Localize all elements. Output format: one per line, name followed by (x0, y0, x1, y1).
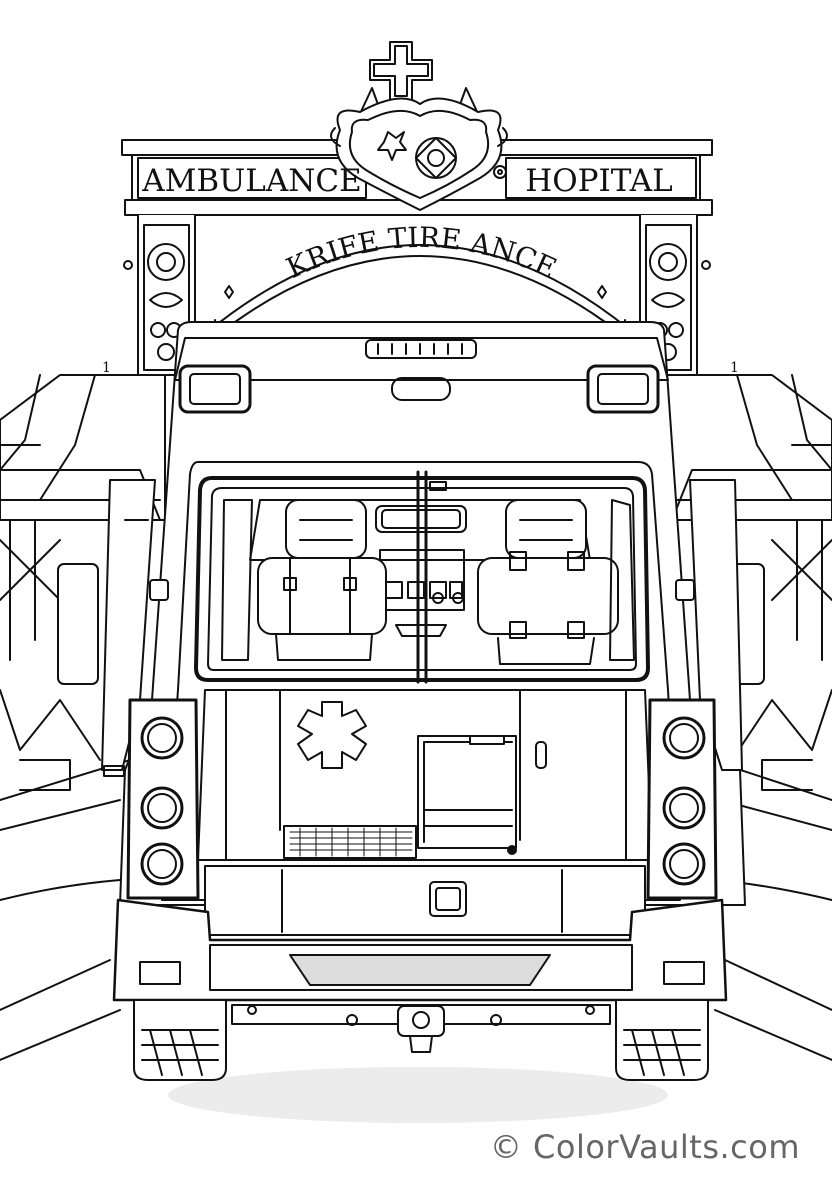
pillar-number-left: 1 (102, 360, 111, 376)
rear-bumper (112, 898, 728, 1053)
right-tail-lights (646, 698, 718, 900)
floor-mat-grid (289, 827, 413, 857)
crest-emblem (330, 41, 508, 211)
pillar-number-right: 1 (730, 360, 739, 376)
sign-text-left: AMBULANCE (141, 163, 361, 199)
ground-shadow (168, 1067, 668, 1123)
cargo-area (197, 689, 653, 861)
rear-window (194, 470, 650, 684)
rear-step (204, 865, 646, 936)
right-rear-wheel (615, 999, 709, 1081)
watermark-text: © ColorVaults.com (489, 1128, 800, 1166)
floor-mat (283, 825, 417, 859)
sign-text-right: HOPITAL (525, 163, 673, 199)
left-rear-wheel (133, 999, 227, 1081)
road-lines (0, 759, 832, 1061)
left-tail-lights (126, 698, 200, 900)
